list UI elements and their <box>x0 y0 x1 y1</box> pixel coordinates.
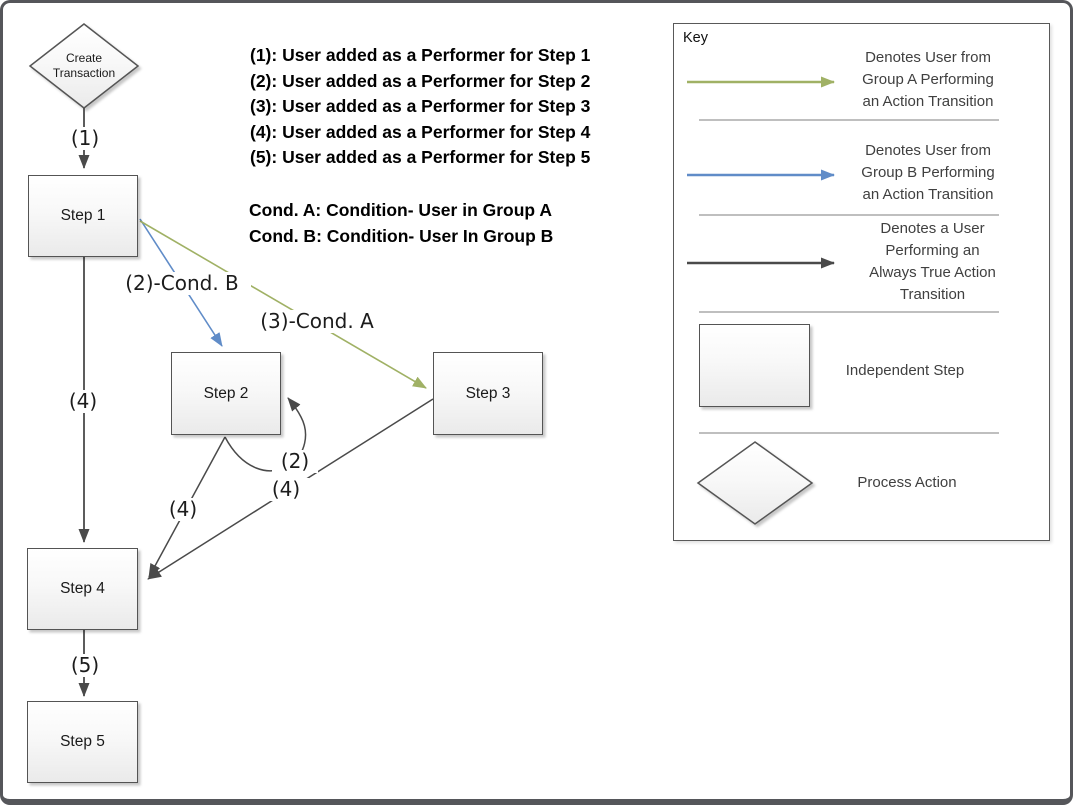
edge-label-2-loop: (2) <box>272 450 318 473</box>
key-independent-step-shape-icon <box>699 324 810 407</box>
performer-annotations: (1): User added as a Performer for Step … <box>250 43 590 171</box>
key-process-action-shape-icon <box>696 441 814 525</box>
step-box-5: Step 5 <box>27 701 138 783</box>
key-process-action-label: Process Action <box>857 474 957 491</box>
edge-label-4-vertical: (4) <box>60 390 106 413</box>
edge-step2-loop <box>224 397 307 472</box>
edge-label-2-cond-b: (2)-Cond. B <box>113 272 251 295</box>
annotation-line: (4): User added as a Performer for Step … <box>250 121 591 142</box>
step-box-2: Step 2 <box>171 352 281 435</box>
step-box-4: Step 4 <box>27 548 138 630</box>
key-group-a-description: Denotes User from Group A Performing an … <box>862 49 994 110</box>
edge-label-5: (5) <box>62 654 108 677</box>
key-group-b-description: Denotes User from Group B Performing an … <box>861 142 995 203</box>
annotation-line: (2): User added as a Performer for Step … <box>250 70 591 91</box>
annotation-line: Cond. B: Condition- User In Group B <box>249 225 554 246</box>
annotation-line: (1): User added as a Performer for Step … <box>250 45 591 65</box>
edge-label-4-from-step3: (4) <box>263 478 309 501</box>
key-title: Key <box>683 30 708 46</box>
annotation-line: (5): User added as a Performer for Step … <box>250 147 591 168</box>
key-panel <box>673 23 1050 541</box>
key-separator <box>699 432 999 434</box>
edge-label-3-cond-a: (3)-Cond. A <box>248 310 386 333</box>
step-box-3: Step 3 <box>433 352 543 435</box>
key-always-true-description: Denotes a User Performing an Always True… <box>869 220 996 303</box>
annotation-line: Cond. A: Condition- User in Group A <box>249 200 552 220</box>
edge-label-4-from-step2: (4) <box>160 498 206 521</box>
key-independent-step-label: Independent Step <box>845 362 965 379</box>
annotation-line: (3): User added as a Performer for Step … <box>250 96 591 117</box>
edge-step1-to-step3-groupA <box>139 220 427 389</box>
key-separator <box>699 311 999 313</box>
start-diamond-label: Create Transaction <box>52 51 116 80</box>
edge-label-1: (1) <box>62 127 108 150</box>
key-separator <box>699 214 999 216</box>
key-separator <box>699 119 999 121</box>
condition-annotations: Cond. A: Condition- User in Group A Cond… <box>249 198 553 250</box>
step-box-1: Step 1 <box>28 175 138 257</box>
